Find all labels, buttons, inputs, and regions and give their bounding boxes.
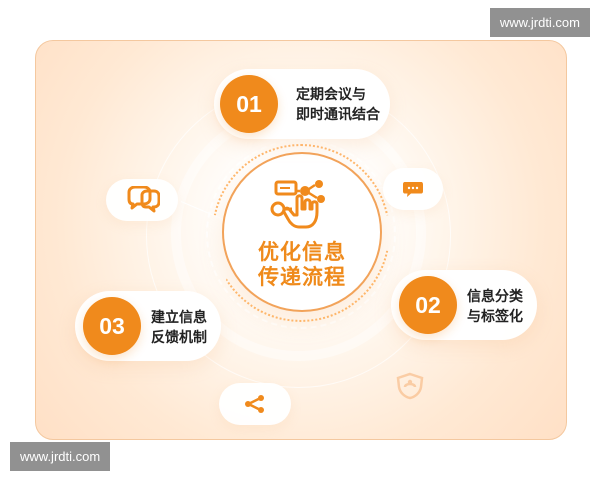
step-03-line-2: 反馈机制 <box>151 329 207 345</box>
step-01-line-1: 定期会议与 <box>296 86 366 102</box>
step-text-03: 建立信息 反馈机制 <box>151 307 207 347</box>
center-title-line-2: 传递流程 <box>258 266 346 289</box>
step-text-02: 信息分类 与标签化 <box>467 286 523 326</box>
center-title-line-1: 优化信息 <box>258 241 346 264</box>
step-03-line-1: 建立信息 <box>151 309 207 325</box>
step-number-02: 02 <box>399 276 457 334</box>
step-number-01: 01 <box>220 75 278 133</box>
step-01-line-2: 即时通讯结合 <box>296 106 380 122</box>
comment-icon <box>383 168 443 210</box>
step-number-03: 03 <box>83 297 141 355</box>
infographic-card: 优化信息 传递流程 01 定期会议与 即时通讯结合 02 信息分类 与标签化 0… <box>35 40 567 440</box>
step-02-line-2: 与标签化 <box>467 308 523 324</box>
step-card-02: 02 信息分类 与标签化 <box>391 270 537 340</box>
step-card-03: 03 建立信息 反馈机制 <box>75 291 221 361</box>
step-card-01: 01 定期会议与 即时通讯结合 <box>214 69 390 139</box>
shield-icon <box>383 369 437 403</box>
chat-bubbles-icon <box>106 179 178 221</box>
watermark-bottom: www.jrdti.com <box>10 442 111 471</box>
step-text-01: 定期会议与 即时通讯结合 <box>296 84 380 124</box>
share-icon <box>219 383 291 425</box>
step-02-line-1: 信息分类 <box>467 288 523 304</box>
dashed-ring <box>206 139 396 329</box>
center-circle: 优化信息 传递流程 <box>222 152 382 312</box>
watermark-top: www.jrdti.com <box>489 8 590 37</box>
process-hand-icon <box>266 174 338 232</box>
